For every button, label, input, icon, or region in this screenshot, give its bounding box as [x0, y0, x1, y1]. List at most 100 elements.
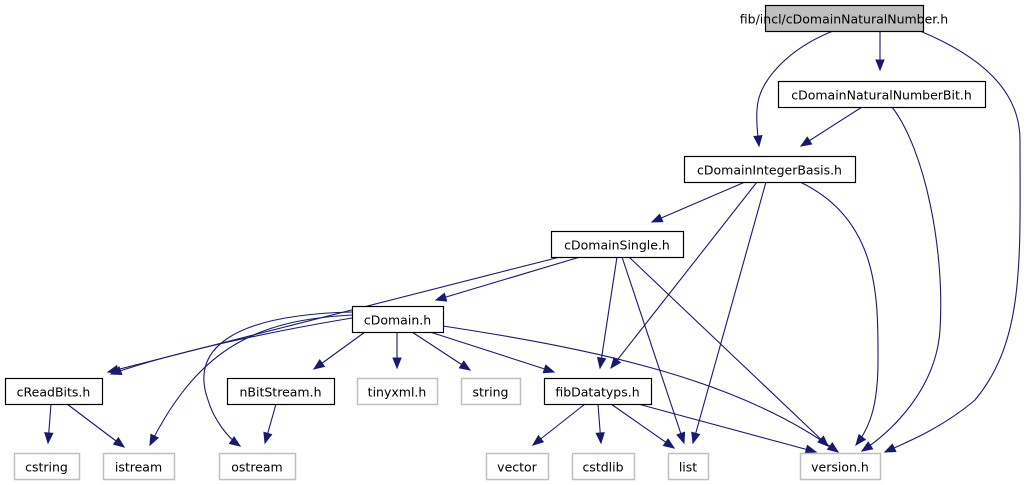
node-box — [356, 377, 439, 406]
edge-line — [435, 256, 581, 301]
node-root[interactable]: fib/incl/cDomainNaturalNumber.h — [740, 4, 948, 33]
edge-line — [429, 331, 555, 373]
node-intbasis[interactable]: cDomainIntegerBasis.h — [683, 155, 857, 184]
node-label: cDomainNaturalNumberBit.h — [791, 88, 972, 103]
arrowhead-icon — [392, 357, 402, 370]
node-cstdlib: cstdlib — [571, 452, 636, 481]
edge-cdomain-to-istream — [149, 314, 353, 447]
arrowhead-icon — [799, 136, 813, 147]
node-label: fib/incl/cDomainNaturalNumber.h — [740, 12, 948, 27]
edge-line — [532, 403, 586, 446]
edge-intbasis-to-version — [799, 181, 879, 447]
arrowhead-icon — [650, 213, 664, 223]
node-label: cstdlib — [582, 460, 623, 475]
node-fibdatatyps[interactable]: fibDatatyps.h — [543, 377, 653, 406]
edge-line — [313, 331, 366, 370]
node-cdomain[interactable]: cDomain.h — [351, 305, 445, 334]
node-istream: istream — [102, 452, 176, 481]
node-box — [764, 4, 925, 33]
arrowhead-icon — [610, 356, 622, 370]
edge-natbit-to-version — [860, 106, 942, 452]
node-natbit[interactable]: cDomainNaturalNumberBit.h — [777, 80, 987, 109]
edge-single-to-creadbits — [106, 256, 561, 374]
node-cstring: cstring — [13, 452, 81, 481]
node-box — [13, 452, 81, 481]
edge-line — [800, 106, 863, 147]
arrowhead-icon — [691, 431, 701, 445]
edge-fibdatatyps-to-vector — [531, 403, 586, 446]
arrowhead-icon — [804, 444, 818, 454]
edge-fibdatatyps-to-version — [637, 403, 818, 454]
edge-line — [651, 181, 746, 223]
node-label: cDomain.h — [364, 313, 431, 328]
edge-cdomain-to-string — [411, 331, 472, 371]
arrowhead-icon — [228, 436, 242, 447]
edge-single-to-cdomain — [434, 256, 581, 302]
node-box — [667, 452, 710, 481]
edge-line — [610, 403, 675, 449]
arrowhead-icon — [753, 135, 763, 148]
edge-line — [628, 256, 829, 447]
node-box — [777, 80, 987, 109]
arrowhead-icon — [434, 292, 448, 302]
node-box — [351, 305, 445, 334]
edge-intbasis-to-single — [650, 181, 746, 223]
node-list: list — [667, 452, 710, 481]
edge-line — [149, 314, 353, 446]
node-label: tinyxml.h — [368, 385, 427, 400]
edge-line — [110, 317, 353, 375]
edge-natbit-to-intbasis — [799, 106, 863, 147]
edge-creadbits-to-istream — [66, 403, 126, 448]
node-string: string — [460, 377, 522, 406]
edge-line — [861, 106, 942, 452]
node-label: cDomainSingle.h — [564, 238, 670, 253]
node-label: cstring — [25, 460, 68, 475]
edge-intbasis-to-fibdatatyps — [610, 181, 758, 370]
arrowhead-icon — [883, 443, 897, 453]
node-label: version.h — [811, 460, 869, 475]
edge-single-to-version — [628, 256, 829, 447]
edge-line — [799, 181, 879, 446]
arrowhead-icon — [875, 59, 885, 72]
arrowhead-icon — [860, 441, 874, 452]
arrowhead-icon — [676, 431, 686, 445]
node-label: nBitStream.h — [240, 385, 322, 400]
node-label: vector — [497, 460, 538, 475]
arrowhead-icon — [109, 366, 123, 376]
node-ostream: ostream — [218, 452, 297, 481]
arrowhead-icon — [112, 436, 126, 448]
node-box — [571, 452, 636, 481]
node-nbitstream[interactable]: nBitStream.h — [226, 377, 336, 406]
node-tinyxml: tinyxml.h — [356, 377, 439, 406]
arrowhead-icon — [855, 433, 867, 447]
edge-line — [756, 30, 834, 147]
nodes-layer: fib/incl/cDomainNaturalNumber.h cDomainNa… — [4, 4, 987, 481]
arrowhead-icon — [595, 432, 605, 445]
edge-line — [610, 181, 758, 369]
node-box — [799, 452, 882, 481]
edges-layer — [44, 30, 1021, 454]
node-creadbits[interactable]: cReadBits.h — [4, 377, 104, 406]
edge-line — [411, 331, 471, 371]
node-single[interactable]: cDomainSingle.h — [550, 230, 685, 259]
edge-cdomain-to-version — [442, 325, 840, 453]
edge-line — [203, 311, 353, 447]
edge-cdomain-to-tinyxml — [392, 332, 402, 370]
arrowhead-icon — [44, 432, 54, 445]
node-vector: vector — [485, 452, 550, 481]
edge-line — [66, 403, 125, 448]
node-box — [485, 452, 550, 481]
arrowhead-icon — [531, 434, 545, 446]
node-box — [460, 377, 522, 406]
node-version: version.h — [799, 452, 882, 481]
edge-root-to-intbasis — [753, 30, 834, 148]
edge-cdomain-to-ostream — [203, 311, 353, 447]
node-label: ostream — [231, 460, 282, 475]
arrowhead-icon — [662, 438, 676, 449]
node-box — [543, 377, 653, 406]
arrowhead-icon — [596, 356, 607, 370]
arrowhead-icon — [312, 359, 326, 370]
node-label: istream — [115, 460, 162, 475]
edge-line — [884, 30, 1021, 453]
